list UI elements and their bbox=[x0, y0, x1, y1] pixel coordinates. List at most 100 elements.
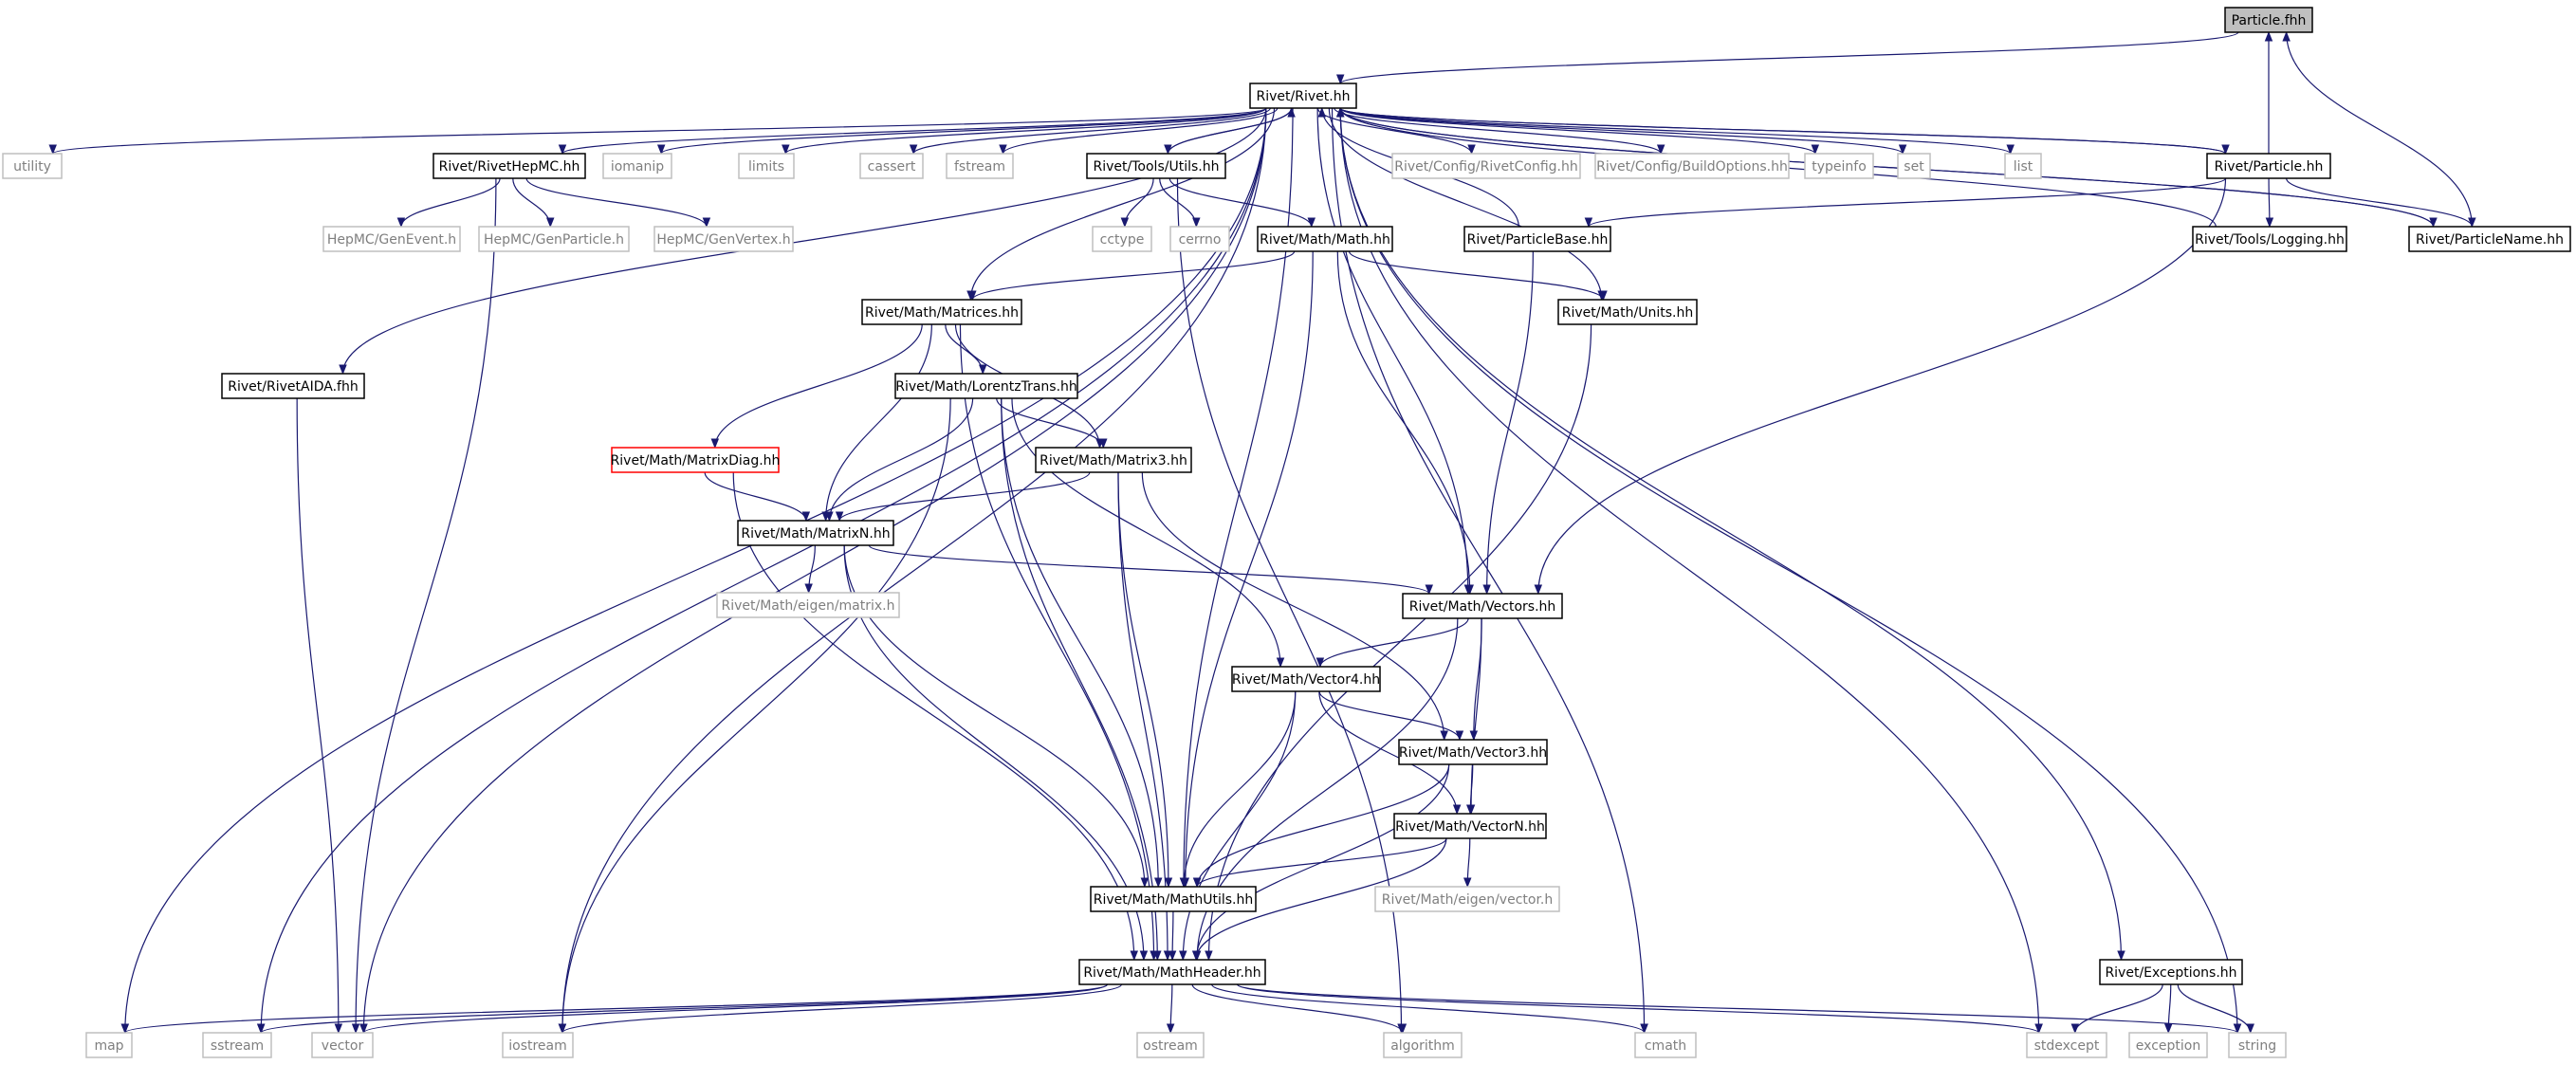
edge-arrow bbox=[704, 471, 811, 523]
node-box bbox=[946, 153, 1014, 179]
edge-vector4-to-vector3 bbox=[1318, 690, 1464, 742]
edge-arrow bbox=[968, 250, 1296, 302]
node-particle_hh[interactable]: Rivet/Particle.hh bbox=[2206, 153, 2331, 179]
node-box bbox=[2408, 226, 2571, 252]
node-sstream: sstream bbox=[202, 1032, 272, 1058]
node-matrices[interactable]: Rivet/Math/Matrices.hh bbox=[861, 299, 1022, 325]
node-label: Rivet/Math/MathUtils.hh bbox=[1094, 892, 1254, 908]
node-label: Rivet/Math/Vector3.hh bbox=[1399, 745, 1547, 761]
edge-arrow bbox=[959, 323, 1158, 962]
node-string: string bbox=[2228, 1032, 2287, 1058]
node-iostream: iostream bbox=[502, 1032, 574, 1058]
edge-vector3-to-vectorn bbox=[1465, 763, 1475, 816]
edge-vectors-to-vector3 bbox=[1469, 617, 1482, 742]
edge-exceptions-to-stdexcept bbox=[2070, 983, 2163, 1035]
edge-matrices-to-matrixn bbox=[821, 323, 932, 523]
node-eigen_vector: Rivet/Math/eigen/vector.h bbox=[1374, 886, 1560, 912]
edge-rivet_hh-to-iostream bbox=[558, 107, 1267, 1035]
node-rivetaida[interactable]: Rivet/RivetAIDA.fhh bbox=[221, 373, 365, 399]
node-label: ostream bbox=[1143, 1038, 1198, 1054]
edge-arrow bbox=[1193, 763, 1450, 889]
edge-vectors-to-vectorn bbox=[1466, 617, 1482, 816]
node-label: sstream bbox=[211, 1038, 264, 1054]
node-box bbox=[611, 447, 780, 473]
edge-rivet_hh-to-fstream bbox=[999, 107, 1279, 156]
node-label: stdexcept bbox=[2034, 1038, 2100, 1054]
edge-mathheader-to-cmath bbox=[1211, 983, 1648, 1035]
node-label: iostream bbox=[508, 1038, 567, 1054]
node-label: HepMC/GenVertex.h bbox=[656, 232, 790, 248]
edge-particle_hh-to-rivet_hh bbox=[1336, 106, 2227, 155]
node-cmath: cmath bbox=[1634, 1032, 1697, 1058]
node-particlename[interactable]: Rivet/ParticleName.hh bbox=[2408, 226, 2571, 252]
node-label: Particle.fhh bbox=[2232, 13, 2307, 28]
node-rivet_hh[interactable]: Rivet/Rivet.hh bbox=[1249, 83, 1357, 109]
edge-rivet_hh-to-vectors bbox=[1316, 107, 1473, 596]
node-box bbox=[1078, 959, 1266, 985]
node-rivetconfig: Rivet/Config/RivetConfig.hh bbox=[1391, 153, 1581, 179]
edge-arrow bbox=[1176, 177, 1406, 1035]
node-vector3[interactable]: Rivet/Math/Vector3.hh bbox=[1398, 739, 1548, 765]
edge-arrow bbox=[1178, 690, 1297, 962]
edge-mathheader-to-ostream bbox=[1166, 983, 1175, 1035]
node-stdexcept: stdexcept bbox=[2026, 1032, 2107, 1058]
edge-lorentztrans-to-iostream bbox=[558, 397, 951, 1035]
edge-matrices-to-matrixdiag bbox=[710, 323, 923, 450]
edge-arrow bbox=[1316, 617, 1469, 669]
node-tools_utils[interactable]: Rivet/Tools/Utils.hh bbox=[1086, 153, 1226, 179]
edge-arrow bbox=[1339, 107, 2015, 156]
node-vectorn[interactable]: Rivet/Math/VectorN.hh bbox=[1393, 813, 1547, 839]
edge-matrixdiag-to-mathheader bbox=[732, 471, 1139, 962]
node-matrix3[interactable]: Rivet/Math/Matrix3.hh bbox=[1035, 447, 1192, 473]
node-particle_fhh[interactable]: Particle.fhh bbox=[2224, 7, 2313, 33]
node-logging[interactable]: Rivet/Tools/Logging.hh bbox=[2192, 226, 2347, 252]
node-units[interactable]: Rivet/Math/Units.hh bbox=[1557, 299, 1698, 325]
edge-arrow bbox=[732, 471, 1139, 962]
edge-arrow bbox=[1339, 107, 2242, 1035]
edge-arrow bbox=[359, 983, 1108, 1035]
edge-arrow bbox=[657, 107, 1267, 156]
node-label: Rivet/Math/Vectors.hh bbox=[1409, 599, 1556, 615]
edge-arrow bbox=[1331, 107, 1648, 1035]
node-mathheader[interactable]: Rivet/Math/MathHeader.hh bbox=[1078, 959, 1266, 985]
node-rivethepmc[interactable]: Rivet/RivetHepMC.hh bbox=[432, 153, 586, 179]
edge-lorentztrans-to-mathheader bbox=[1001, 397, 1162, 962]
node-box bbox=[2, 153, 63, 179]
edge-arrow bbox=[120, 107, 1267, 1035]
node-box bbox=[221, 373, 365, 399]
edge-vector4-to-mathheader bbox=[1178, 690, 1297, 962]
edge-arrow bbox=[1339, 107, 2043, 1035]
node-genparticle: HepMC/GenParticle.h bbox=[478, 226, 630, 252]
edge-arrow bbox=[2177, 983, 2255, 1035]
edge-arrow bbox=[351, 177, 497, 1035]
node-ostream: ostream bbox=[1136, 1032, 1205, 1058]
node-lorentztrans[interactable]: Rivet/Math/LorentzTrans.hh bbox=[894, 373, 1078, 399]
edge-arrow bbox=[1168, 177, 1316, 229]
node-math_hh[interactable]: Rivet/Math/Math.hh bbox=[1257, 226, 1393, 252]
edge-arrow bbox=[1336, 106, 2227, 155]
node-matrixn[interactable]: Rivet/Math/MatrixN.hh bbox=[737, 520, 894, 546]
edge-arrow bbox=[835, 471, 1091, 523]
node-box bbox=[1092, 226, 1152, 252]
edge-tools_utils-to-math_hh bbox=[1168, 177, 1316, 229]
node-vectors[interactable]: Rivet/Math/Vectors.hh bbox=[1402, 593, 1563, 619]
edge-matrix3-to-mathutils bbox=[1117, 471, 1173, 889]
node-exceptions[interactable]: Rivet/Exceptions.hh bbox=[2099, 959, 2243, 985]
edge-particle_hh-to-logging bbox=[2265, 177, 2274, 229]
edge-arrow bbox=[1336, 31, 2239, 85]
node-matrixdiag[interactable]: Rivet/Math/MatrixDiag.hh bbox=[611, 447, 781, 473]
edge-particlename-to-rivet_hh bbox=[1336, 106, 2435, 228]
node-label: Rivet/Math/VectorN.hh bbox=[1395, 819, 1545, 835]
edge-matrixn-to-vectors bbox=[868, 544, 1433, 596]
node-vector4[interactable]: Rivet/Math/Vector4.hh bbox=[1231, 666, 1381, 692]
edge-arrow bbox=[1339, 107, 1819, 156]
node-particlebase[interactable]: Rivet/ParticleBase.hh bbox=[1463, 226, 1611, 252]
edge-arrow bbox=[1191, 837, 1447, 962]
node-label: algorithm bbox=[1390, 1038, 1455, 1054]
node-fstream: fstream bbox=[946, 153, 1014, 179]
edge-arrow bbox=[1316, 107, 1473, 596]
edge-arrow bbox=[1120, 177, 1154, 229]
node-mathutils[interactable]: Rivet/Math/MathUtils.hh bbox=[1090, 886, 1257, 912]
edge-arrow bbox=[1584, 177, 2227, 229]
